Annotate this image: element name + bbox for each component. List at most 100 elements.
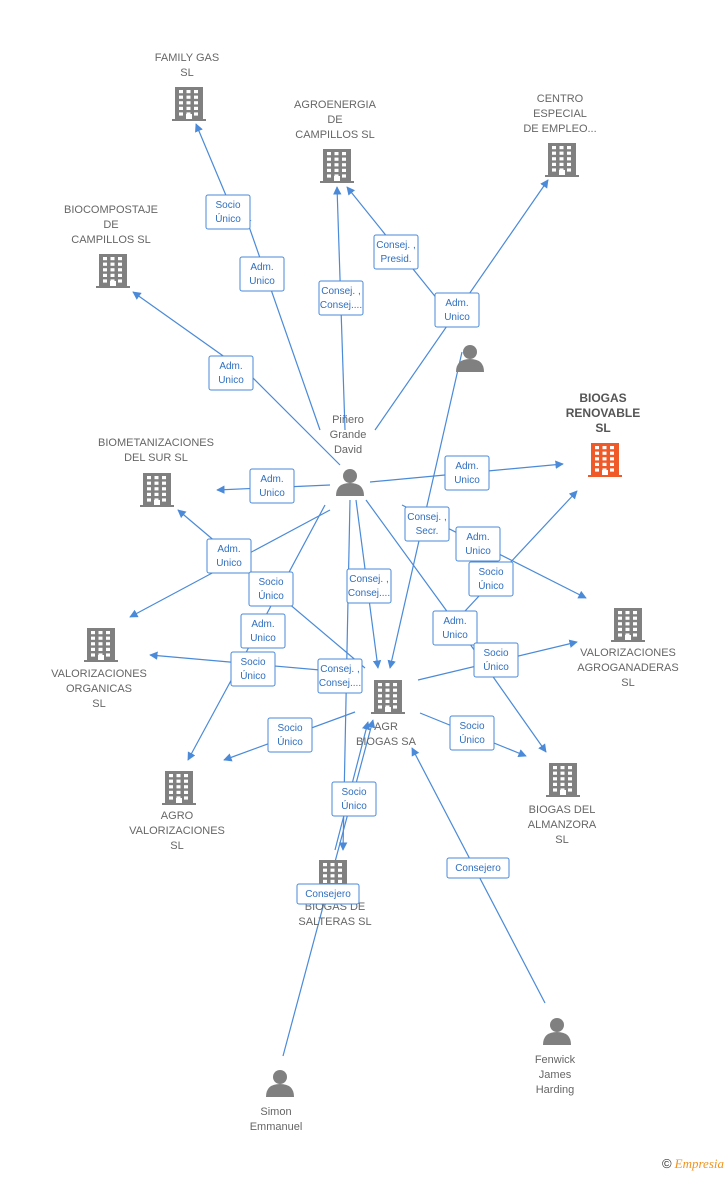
node-label: AGRO [161, 810, 194, 822]
edge-label-text: Adm. [251, 619, 274, 630]
edge-label[interactable]: Adm.Unico [208, 355, 254, 391]
node-label: SL [180, 67, 193, 79]
edge-label[interactable]: Adm. Unico [455, 526, 501, 562]
node-label: SL [595, 421, 610, 435]
edge-label-box [446, 857, 510, 879]
edge-label-text: Único [258, 589, 284, 602]
edge-label-text: Socio [483, 648, 508, 659]
edge-label[interactable]: Adm.Unico [434, 292, 480, 328]
edge-label-text: Adm. [466, 532, 489, 543]
company-node-agroenergia[interactable]: AGROENERGIA DE CAMPILLOS SL [294, 99, 377, 183]
edge-label[interactable]: Adm.Unico [249, 468, 295, 504]
node-label: ORGANICAS [66, 683, 132, 695]
edge-label-text: Unico [250, 633, 276, 644]
edge-label[interactable]: Adm.Unico [206, 538, 252, 574]
edge-label-text: Consej. , [320, 664, 359, 675]
edge-label[interactable]: Consej. ,Consej.... [317, 658, 363, 694]
node-label: ESPECIAL [533, 108, 587, 120]
person-node-person-top[interactable] [456, 345, 484, 372]
edge-label-text: Adm. [219, 361, 242, 372]
edge-label-text: Adm. [455, 461, 478, 472]
edge-label[interactable]: Consej. ,Consej.... [346, 568, 392, 604]
edge-label-box [208, 355, 254, 391]
edge-label[interactable]: Consejero [296, 883, 360, 905]
edge-label-box [449, 715, 495, 751]
edge-label-text: Socio [478, 567, 503, 578]
edge-label[interactable]: Consejero [446, 857, 510, 879]
edge-label-text: Consej. , [376, 240, 415, 251]
edge-line [195, 123, 231, 206]
edge-label[interactable]: Consej. , Presid. [373, 234, 419, 270]
edge-label-text: Presid. [380, 254, 411, 265]
edge-label-box [468, 561, 514, 597]
node-label: AGROENERGIA [294, 99, 377, 111]
node-label: David [334, 444, 362, 456]
edge-label-text: Consej. , [321, 286, 360, 297]
node-label: James [539, 1069, 572, 1081]
edge-label[interactable]: Consej. ,Consej.... [318, 280, 364, 316]
building-icon [371, 680, 405, 714]
edge-label[interactable]: Adm. Unico [239, 256, 285, 292]
edge-label-text: Unico [216, 558, 242, 569]
building-icon [320, 149, 354, 183]
node-label: CAMPILLOS SL [295, 129, 374, 141]
node-label: DE [327, 114, 342, 126]
brand-footer[interactable]: ©Empresia [662, 1156, 724, 1172]
node-label: ALMANZORA [528, 819, 597, 831]
edge-label-text: Único [459, 733, 485, 746]
edge-label-text: Adm. [445, 298, 468, 309]
edge-label-text: Unico [249, 276, 275, 287]
brand-logo: Empresia [674, 1156, 724, 1171]
edge-label-box [455, 526, 501, 562]
node-label: VALORIZACIONES [580, 647, 676, 659]
edge-label[interactable]: Adm.Unico [444, 455, 490, 491]
edge-label-box [346, 568, 392, 604]
node-label: DE EMPLEO... [523, 123, 596, 135]
edge-label-text: Socio [258, 577, 283, 588]
edge-label-text: Adm. [250, 262, 273, 273]
edge-label-box [206, 538, 252, 574]
node-label: BIOGAS SA [356, 736, 417, 748]
node-label: Piñero [332, 414, 364, 426]
node-label: AGR [374, 721, 398, 733]
edge-label-box [473, 642, 519, 678]
edge-label-text: Socio [215, 200, 240, 211]
person-icon [543, 1018, 571, 1045]
edge-label-text: Único [215, 212, 241, 225]
edge-label[interactable]: Consej. ,Secr. [404, 506, 450, 542]
building-icon [140, 473, 174, 507]
edge-label-text: Consej. , [407, 512, 446, 523]
edge-label-box [248, 571, 294, 607]
node-label: BIOGAS [579, 391, 626, 405]
edge-label-text: Consejero [455, 863, 501, 874]
edge-label[interactable]: Adm. Unico [240, 613, 286, 649]
edge-label-box [432, 610, 478, 646]
edge-label-text: Unico [465, 546, 491, 557]
company-node-agr-biogas[interactable]: AGR BIOGAS SA [356, 680, 417, 748]
edge-label[interactable]: Adm.Unico [432, 610, 478, 646]
node-label: AGROGANADERAS [577, 662, 678, 674]
person-icon [456, 345, 484, 372]
